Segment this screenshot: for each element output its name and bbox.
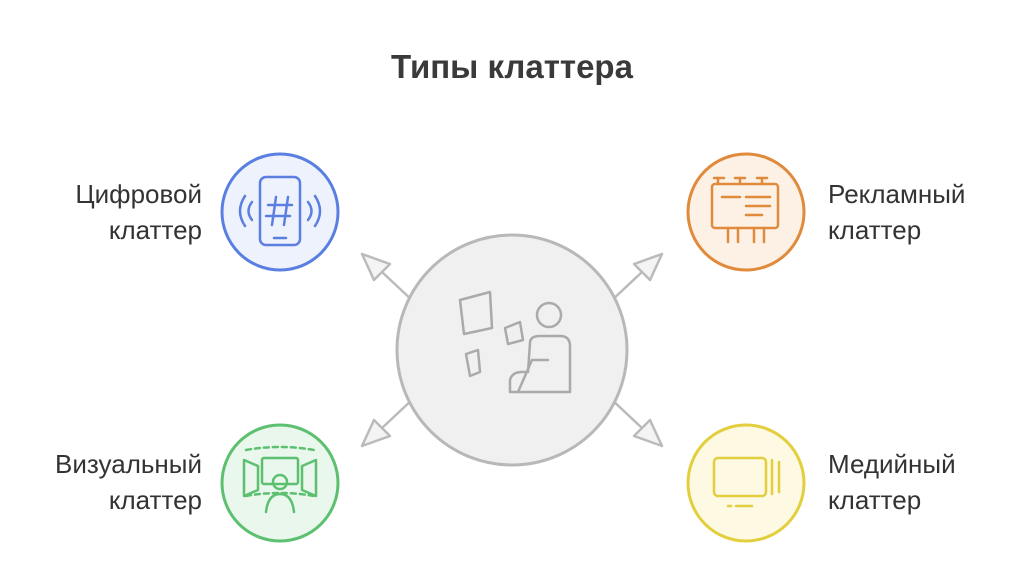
media-node [686,423,806,543]
label-digital: Цифровой клаттер [20,176,202,248]
label-advertising: Рекламный клаттер [828,176,1018,248]
arrow-to-media [609,397,664,448]
label-media-line1: Медийный [828,449,956,479]
label-visual: Визуальный клаттер [10,446,202,518]
label-advertising-line2: клаттер [828,215,922,245]
label-digital-line1: Цифровой [75,179,202,209]
label-digital-line2: клаттер [108,215,202,245]
billboard-icon [710,176,780,244]
person-clutter-icon [458,290,572,394]
arrows [360,252,664,448]
digital-node [220,152,340,272]
label-media: Медийный клаттер [828,446,1018,518]
advertising-node [686,152,806,272]
label-advertising-line1: Рекламный [828,179,966,209]
page-title: Типы клаттера [391,48,633,85]
arrow-to-advertising [609,252,664,303]
label-media-line2: клаттер [828,485,922,515]
smartphone-hashtag-icon [238,175,322,247]
tv-screen-icon [712,456,781,508]
label-visual-line1: Визуальный [55,449,202,479]
panorama-person-icon [242,445,318,514]
center-node [395,233,629,467]
visual-node [220,423,340,543]
label-visual-line2: клаттер [108,485,202,515]
arrow-to-digital [360,252,415,303]
arrow-to-visual [360,397,415,448]
